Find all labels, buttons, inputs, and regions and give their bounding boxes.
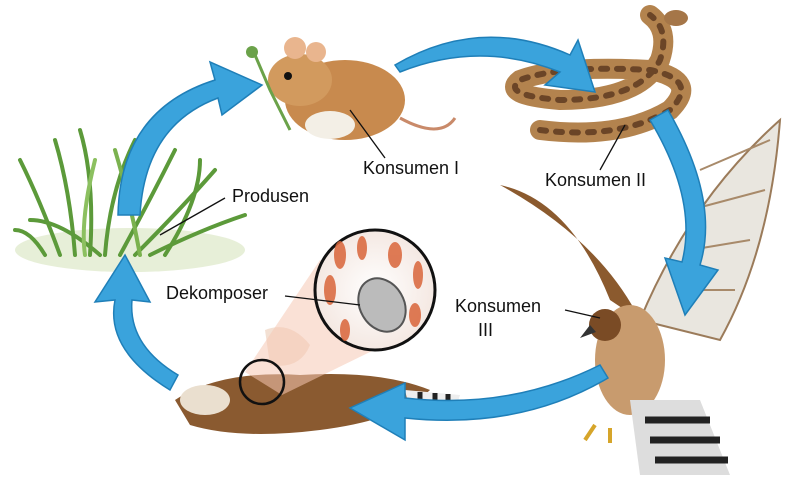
arrow-dekomposer-to-produsen [93, 253, 179, 392]
mouse-consumer1-illustration [246, 37, 457, 140]
arrow-konsumen2-to-konsumen3 [648, 108, 720, 317]
label-konsumen-3-line2: III [478, 320, 494, 340]
arrow-konsumen3-to-dekomposer [348, 364, 610, 442]
energy-flow-arrows [93, 36, 720, 442]
magnifier-illustration [238, 228, 437, 406]
label-dekomposer: Dekomposer [166, 283, 269, 303]
label-produsen: Produsen [232, 186, 310, 206]
label-konsumen-1: Konsumen I [363, 158, 460, 178]
label-pointer-lines [159, 109, 626, 319]
arrow-produsen-to-konsumen1 [117, 60, 264, 216]
label-konsumen-2: Konsumen II [545, 170, 647, 190]
grass-producer-illustration [13, 128, 247, 272]
arrow-konsumen1-to-konsumen2 [393, 36, 597, 93]
label-konsumen-3-line1: Konsumen [455, 296, 542, 316]
